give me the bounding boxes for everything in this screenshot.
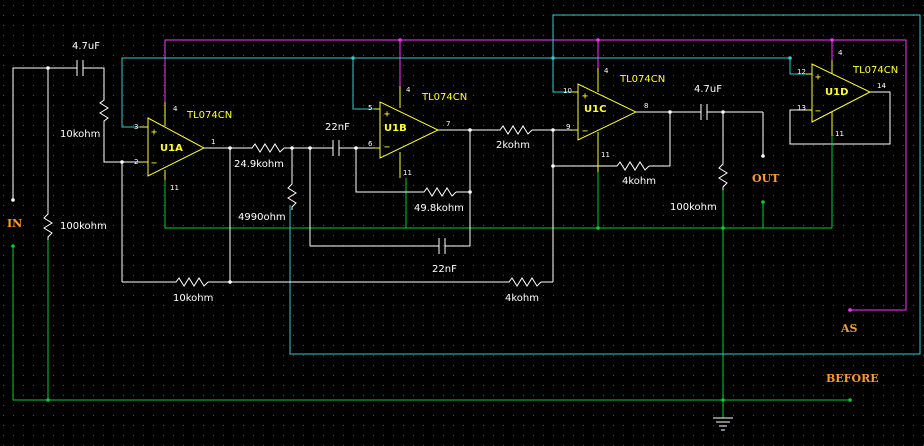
u1d-minus-sign: − [815,106,821,117]
u1c-plus-sign: + [582,91,588,102]
u1b-pin-minus: 6 [368,140,373,148]
net-aux [121,14,921,355]
opamp-u1b[interactable]: + − U1B TL074CN 5 6 7 4 11 [368,86,467,178]
capacitor-c-22a[interactable] [326,140,346,156]
opamp-u1a[interactable]: + − U1A TL074CN 3 2 1 4 11 [134,102,232,192]
label-c-out: 4.7uF [694,84,722,95]
port-in[interactable]: IN [7,217,22,230]
u1a-pin-vneg: 11 [170,184,179,192]
u1d-part: TL074CN [852,65,898,76]
resistor-r-in-series[interactable] [99,96,109,124]
u1c-ref: U1C [584,104,606,115]
u1b-plus-sign: + [384,109,390,120]
resistor-r-in-shunt[interactable] [43,210,53,240]
u1b-pin-out: 7 [446,120,450,128]
u1a-pin-vpos: 4 [173,105,178,113]
u1d-pin-minus: 13 [797,104,806,112]
u1a-pin-minus: 2 [134,158,138,166]
u1c-pin-plus: 10 [563,87,572,95]
label-r-4k-bottom: 4kohm [505,293,539,304]
port-as[interactable]: AS [840,322,858,335]
u1b-pin-plus: 5 [368,104,372,112]
capacitor-c-out[interactable] [696,104,712,120]
u1a-pin-plus: 3 [134,123,138,131]
capacitor-c-in[interactable] [68,60,92,76]
label-r-4k-fb: 4kohm [622,176,656,187]
u1b-pin-vpos: 4 [406,86,411,94]
capacitor-c-22b[interactable] [434,238,450,254]
junctions [11,66,765,284]
resistor-r-4k-fb[interactable] [613,161,650,171]
junctions-colored [11,38,852,402]
u1c-part: TL074CN [619,74,665,85]
label-c-22b: 22nF [432,264,457,275]
u1a-pin-out: 1 [211,138,215,146]
u1a-plus-sign: + [151,127,157,138]
label-r-in-shunt: 100kohm [60,221,107,232]
u1d-pin-vneg: 11 [835,130,844,138]
resistor-r-out[interactable] [718,160,728,190]
label-r-498: 49.8kohm [414,203,464,214]
u1d-ref: U1D [825,87,848,98]
u1b-part: TL074CN [421,92,467,103]
u1d-pin-out: 14 [877,82,886,90]
u1b-pin-vneg: 11 [403,169,412,177]
label-r-out: 100kohm [670,202,717,213]
u1c-pin-vneg: 11 [601,151,610,159]
opamp-u1c[interactable]: + − U1C TL074CN 10 9 8 4 11 [563,67,665,172]
resistor-r-4990[interactable] [287,180,297,210]
resistor-r-10k-bottom[interactable] [172,277,209,287]
u1c-pin-vpos: 4 [604,67,609,75]
label-r-249: 24.9kohm [234,159,284,170]
label-r-in-series: 10kohm [60,129,100,140]
ground-symbol [713,417,733,431]
u1d-plus-sign: + [815,72,821,83]
resistor-r-4k-bottom[interactable] [505,277,542,287]
label-r-4990: 4990ohm [238,212,286,223]
u1c-minus-sign: − [582,126,588,137]
resistor-r-249[interactable] [248,143,285,153]
u1b-minus-sign: − [384,142,390,153]
u1a-minus-sign: − [151,158,157,169]
u1c-pin-minus: 9 [566,123,570,131]
label-c-in: 4.7uF [72,41,100,52]
u1b-ref: U1B [384,123,407,134]
resistor-r-498[interactable] [420,187,457,197]
u1d-pin-vpos: 4 [838,49,843,57]
net-signal [12,67,891,283]
opamp-u1d[interactable]: + − U1D TL074CN 12 13 14 4 11 [797,49,898,228]
label-c-22a: 22nF [325,122,350,133]
port-before[interactable]: BEFORE [826,372,879,385]
net-vpos [164,39,907,311]
u1a-ref: U1A [160,143,183,154]
label-r-10k-bottom: 10kohm [173,293,213,304]
u1a-part: TL074CN [186,110,232,121]
net-ground [12,172,850,418]
label-r-2k: 2kohm [496,140,530,151]
resistor-r-2k[interactable] [496,125,533,135]
u1d-pin-plus: 12 [797,68,806,76]
port-out[interactable]: OUT [752,172,780,185]
u1c-pin-out: 8 [644,102,648,110]
